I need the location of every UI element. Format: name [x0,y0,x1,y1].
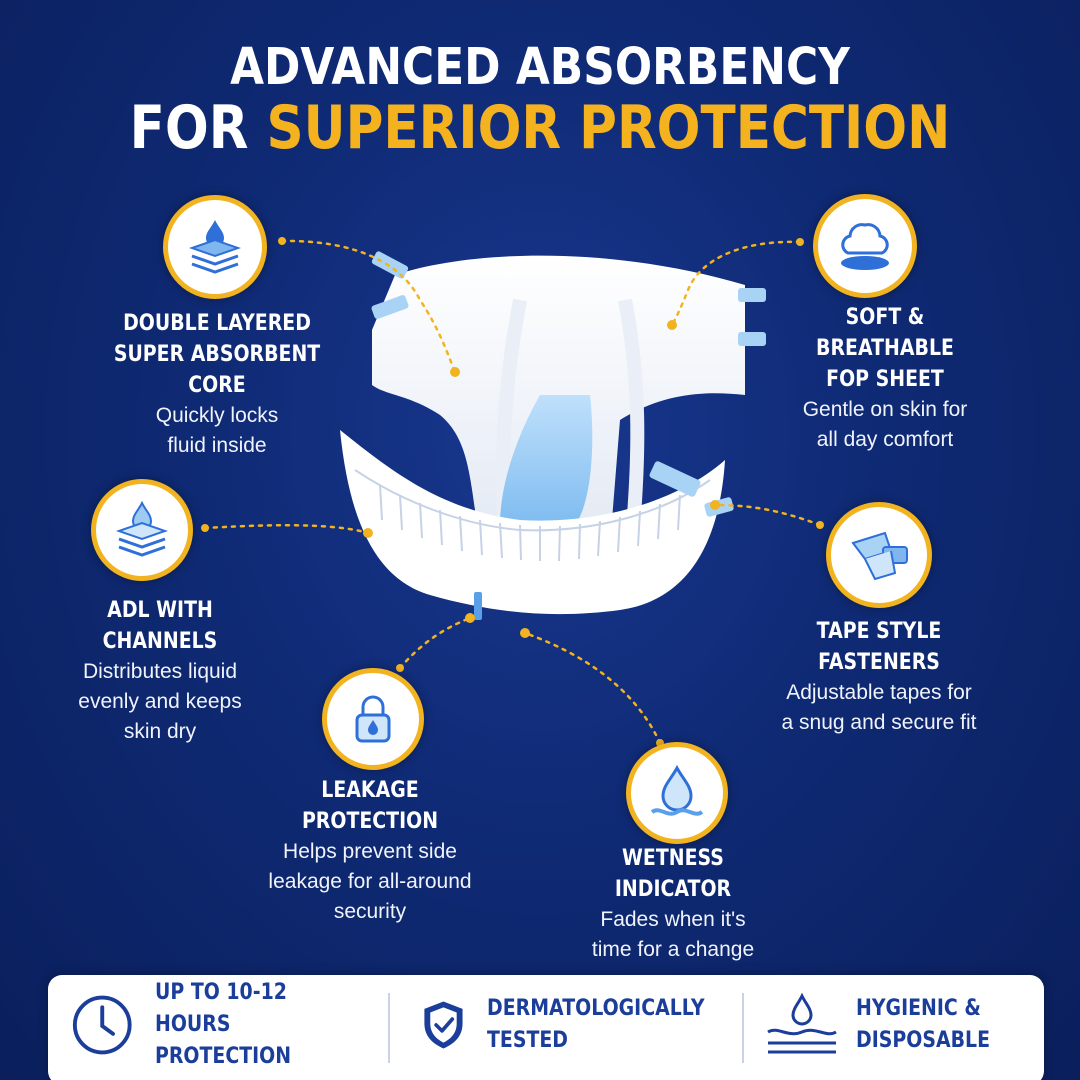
feature-title: ADL WITH CHANNELS [102,598,218,654]
title-line-2: FOR SUPERIOR PROTECTION [76,98,1005,158]
connector-lines [203,239,822,745]
drop-waves-icon [767,992,837,1054]
feature-leakage-protection: LEAKAGE PROTECTION Helps prevent side le… [235,775,505,927]
feature-description: Helps prevent side leakage for all-aroun… [268,840,472,923]
title-line-2-prefix: FOR [129,93,267,163]
diaper-image [340,251,766,620]
feature-description: Fades when it's time for a change [591,908,755,961]
feature-description: Gentle on skin for all day comfort [802,398,968,451]
lock-drop-icon [322,668,424,770]
feature-title: DOUBLE LAYERED SUPER ABSORBENT CORE [113,311,321,398]
title-line-2-accent: SUPERIOR PROTECTION [266,93,951,163]
layers-drop-icon [163,195,267,299]
feature-description: Adjustable tapes for a snug and secure f… [781,681,977,734]
water-drop-icon [626,742,728,844]
feature-title: SOFT & BREATHABLE FOP SHEET [816,305,954,392]
badge-hygienic-disposable: HYGIENIC & DISPOSABLE [764,975,1034,1075]
feature-tape-fasteners: TAPE STYLE FASTENERS Adjustable tapes fo… [754,616,1004,738]
badge-text: UP TO 10-12 HOURS PROTECTION [154,980,291,1069]
badge-text: HYGIENIC & DISPOSABLE [856,996,990,1053]
feature-adl-channels: ADL WITH CHANNELS Distributes liquid eve… [35,595,285,747]
badge-text: DERMATOLOGICALLY TESTED [486,996,705,1053]
feature-title: LEAKAGE PROTECTION [301,778,439,834]
feature-title: TAPE STYLE FASTENERS [816,619,942,675]
badge-protection-hours: UP TO 10-12 HOURS PROTECTION [68,975,398,1075]
feature-description: Quickly locks fluid inside [155,404,279,457]
cloud-icon [813,194,917,298]
feature-soft-breathable: SOFT & BREATHABLE FOP SHEET Gentle on sk… [760,302,1010,455]
tape-fastener-icon [826,502,932,608]
shield-check-icon [424,1001,463,1049]
title-line-1: ADVANCED ABSORBENCY [230,38,850,97]
clock-icon [72,995,132,1055]
layers-droplet-icon [91,479,193,581]
badge-dermatologically-tested: DERMATOLOGICALLY TESTED [420,975,740,1075]
feature-title: WETNESS INDICATOR [614,846,732,902]
connector-dots [201,237,824,747]
benefits-bar: UP TO 10-12 HOURS PROTECTION DERMATOLOGI… [48,975,1044,1080]
feature-wetness-indicator: WETNESS INDICATOR Fades when it's time f… [548,843,798,965]
feature-description: Distributes liquid evenly and keeps skin… [78,660,242,743]
badge-divider [742,993,744,1063]
feature-double-layered-core: DOUBLE LAYERED SUPER ABSORBENT CORE Quic… [92,308,342,461]
badge-divider [388,993,390,1063]
page-title: ADVANCED ABSORBENCY FOR SUPERIOR PROTECT… [76,38,1005,158]
